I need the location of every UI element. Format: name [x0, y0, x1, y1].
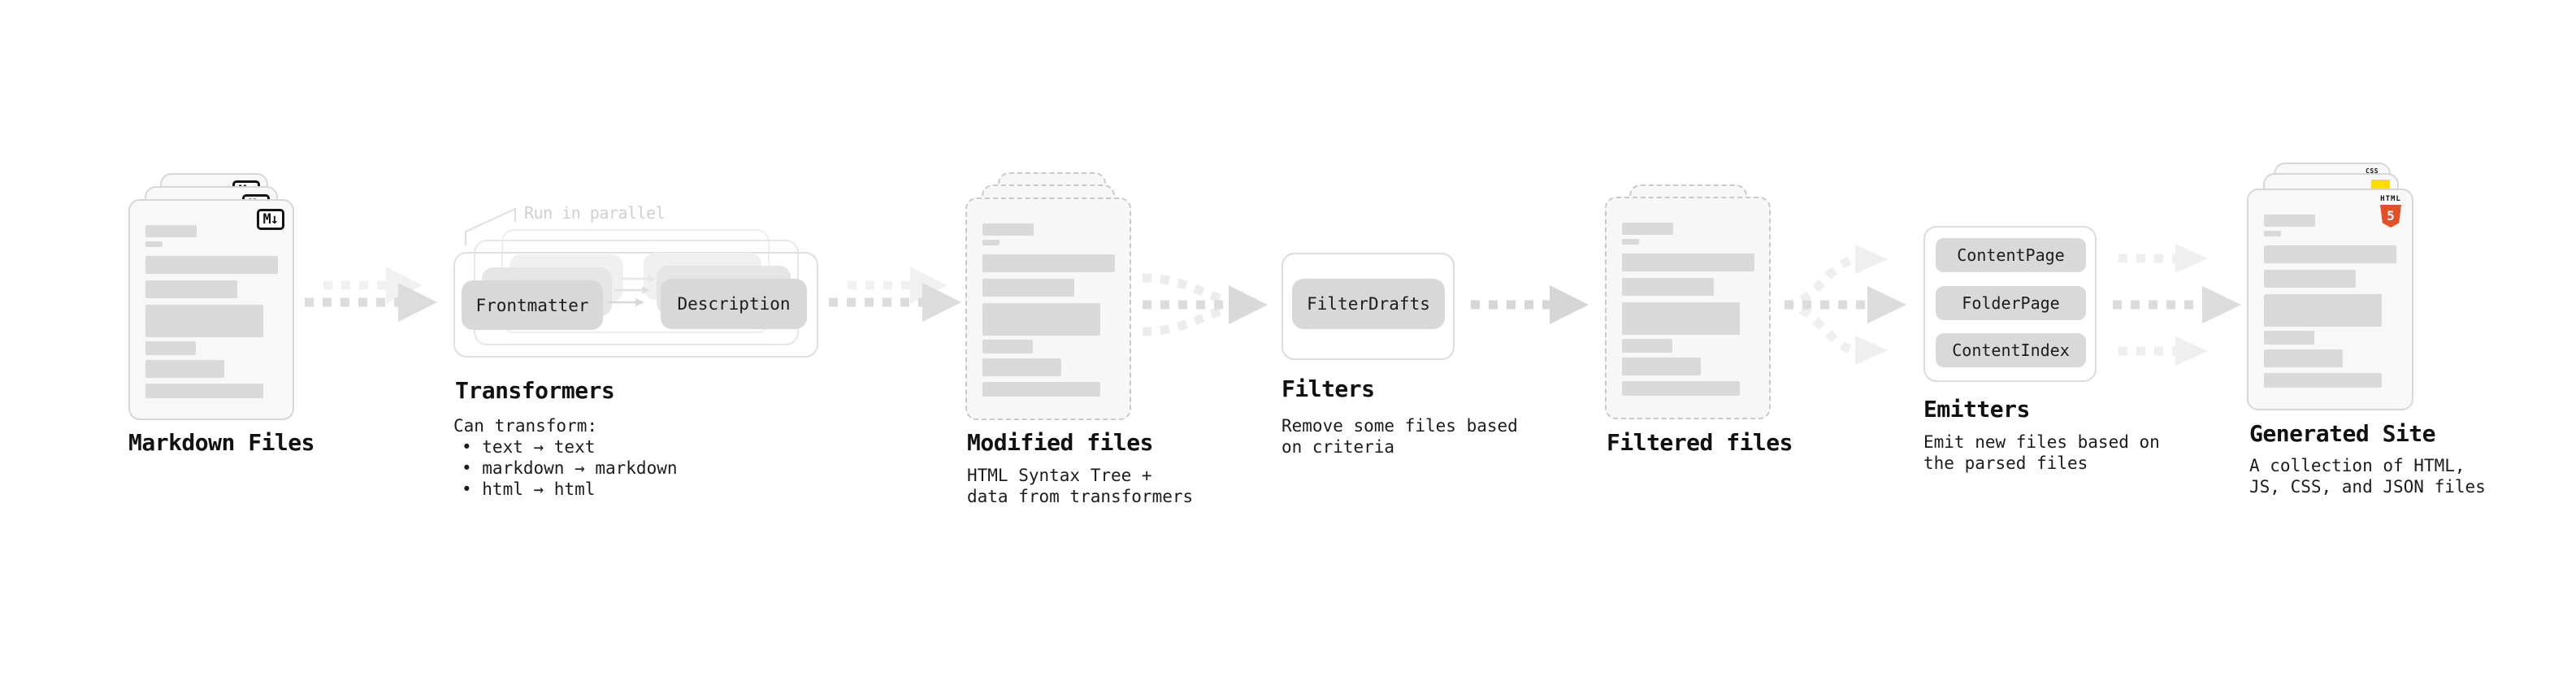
- document-card-dashed: [965, 197, 1131, 420]
- filters-caption: Remove some files based on criteria: [1281, 416, 1518, 457]
- flow-arrow-converge-icon: [1142, 273, 1268, 336]
- document-placeholder-lines: [1622, 198, 1761, 396]
- document-placeholder-lines: [982, 199, 1121, 397]
- document-card: M↓: [128, 199, 294, 420]
- filter-node-filterdrafts: FilterDrafts: [1292, 279, 1445, 329]
- flow-arrow-icon: [1471, 285, 1589, 324]
- stage-title-markdown-files: Markdown Files: [128, 429, 315, 456]
- modified-files-caption: HTML Syntax Tree + data from transformer…: [967, 466, 1194, 506]
- stage-title-generated-site: Generated Site: [2249, 420, 2436, 447]
- parallel-arrows-icon: [608, 275, 657, 306]
- document-placeholder-lines: [2264, 190, 2404, 388]
- html5-icon: HTML 5: [2379, 195, 2402, 228]
- flow-arrow-icon: [305, 267, 437, 322]
- transformer-node-description: Description: [661, 279, 807, 329]
- callout-line: [465, 207, 516, 245]
- stage-title-transformers: Transformers: [455, 377, 615, 404]
- stage-title-emitters: Emitters: [1923, 396, 2030, 423]
- emitter-node-contentpage: ContentPage: [1936, 238, 2086, 272]
- document-placeholder-lines: [145, 201, 284, 398]
- emitter-node-contentindex: ContentIndex: [1936, 333, 2086, 367]
- flow-arrow-fanout-icon: [1784, 245, 1906, 365]
- js-icon: [2371, 180, 2390, 189]
- emitters-caption: Emit new files based on the parsed files: [1923, 432, 2160, 473]
- emitter-node-folderpage: FolderPage: [1936, 286, 2086, 320]
- flow-arrow-icon: [829, 267, 961, 322]
- flow-arrow-triple-icon: [2113, 244, 2241, 366]
- transformers-caption: Can transform: • text → text • markdown …: [453, 416, 678, 499]
- markdown-icon: M↓: [256, 209, 284, 230]
- stage-title-filtered-files: Filtered files: [1607, 429, 1793, 456]
- stage-title-filters: Filters: [1281, 375, 1375, 402]
- run-in-parallel-note: Run in parallel: [524, 203, 666, 223]
- stage-title-modified-files: Modified files: [967, 429, 1154, 456]
- transformer-node-frontmatter: Frontmatter: [462, 280, 603, 330]
- document-card: HTML 5: [2247, 189, 2413, 410]
- generated-site-caption: A collection of HTML, JS, CSS, and JSON …: [2249, 456, 2486, 497]
- document-card-dashed: [1605, 197, 1771, 419]
- parallel-run-box: [453, 252, 818, 358]
